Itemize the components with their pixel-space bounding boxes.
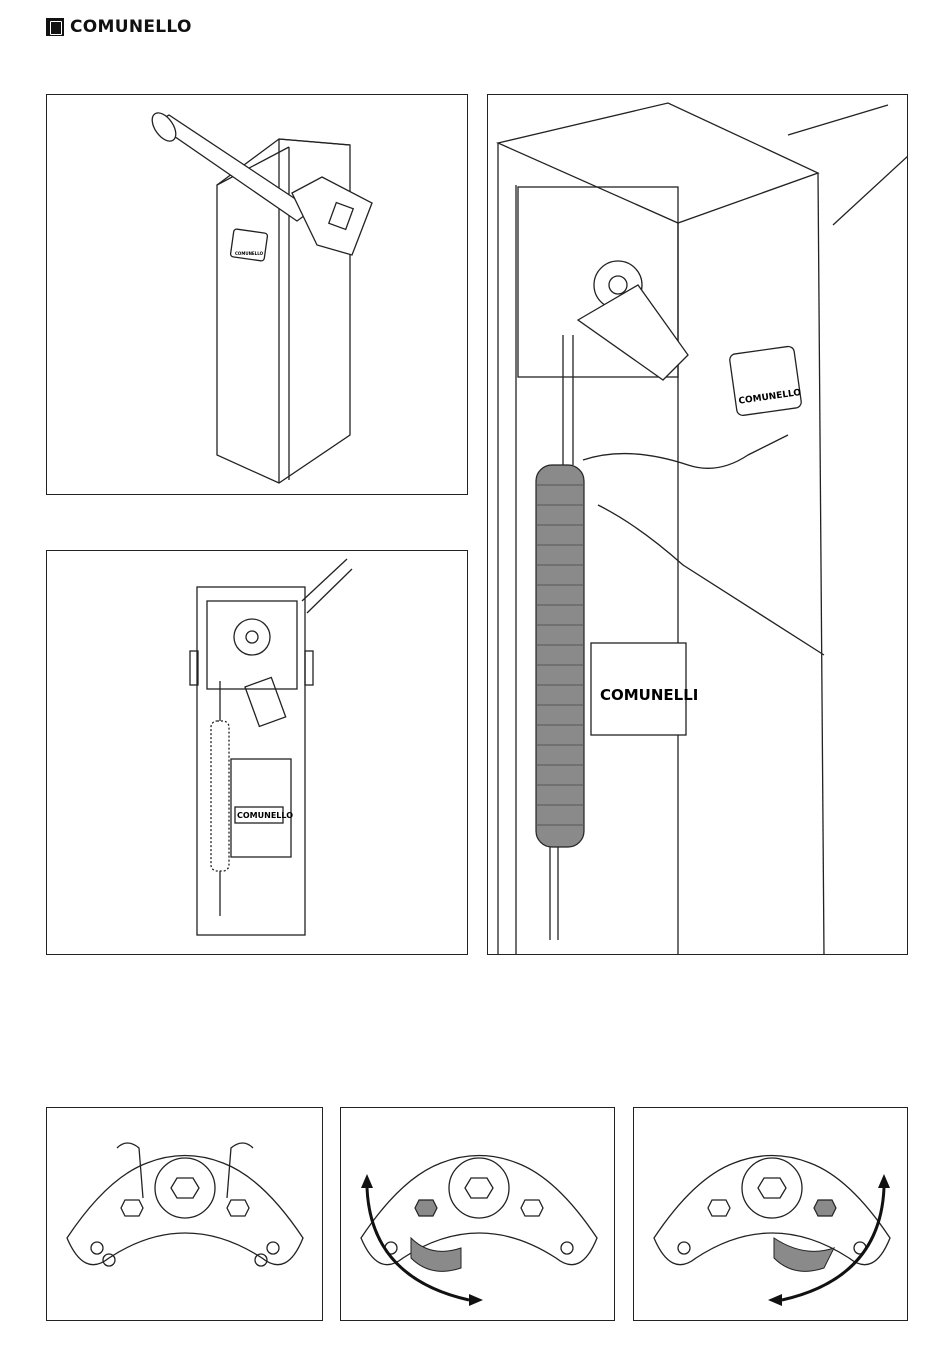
spring-shape [536,465,584,847]
figure-barrier-overview: COMUNELLO [46,94,468,495]
lever-rotate-right-illustration [634,1108,908,1321]
spring-adjustment-illustration: COMUNELLO COMUNELLI [488,95,908,955]
front-label-text: COMUNELLI [600,686,698,704]
figure-lever-rotate-left [340,1107,615,1321]
open-cabinet-illustration: COMUNELLO [47,551,468,955]
brand-logo: COMUNELLO [46,16,192,38]
barrier-overview-illustration: COMUNELLO [47,95,468,495]
brand-name: COMUNELLO [70,17,192,37]
overview-sticker-text: COMUNELLO [235,251,264,256]
brand-logo-icon [46,18,64,36]
figure-barrier-open-cabinet: COMUNELLO [46,550,468,955]
figure-lever-rotate-right [633,1107,908,1321]
figure-lever-neutral [46,1107,323,1321]
figure-spring-adjustment: COMUNELLO COMUNELLI [487,94,908,955]
lever-neutral-illustration [47,1108,323,1321]
lever-rotate-left-illustration [341,1108,615,1321]
spring-sticker-text: COMUNELLO [738,388,802,407]
cabinet-sticker-text: COMUNELLO [237,811,293,820]
